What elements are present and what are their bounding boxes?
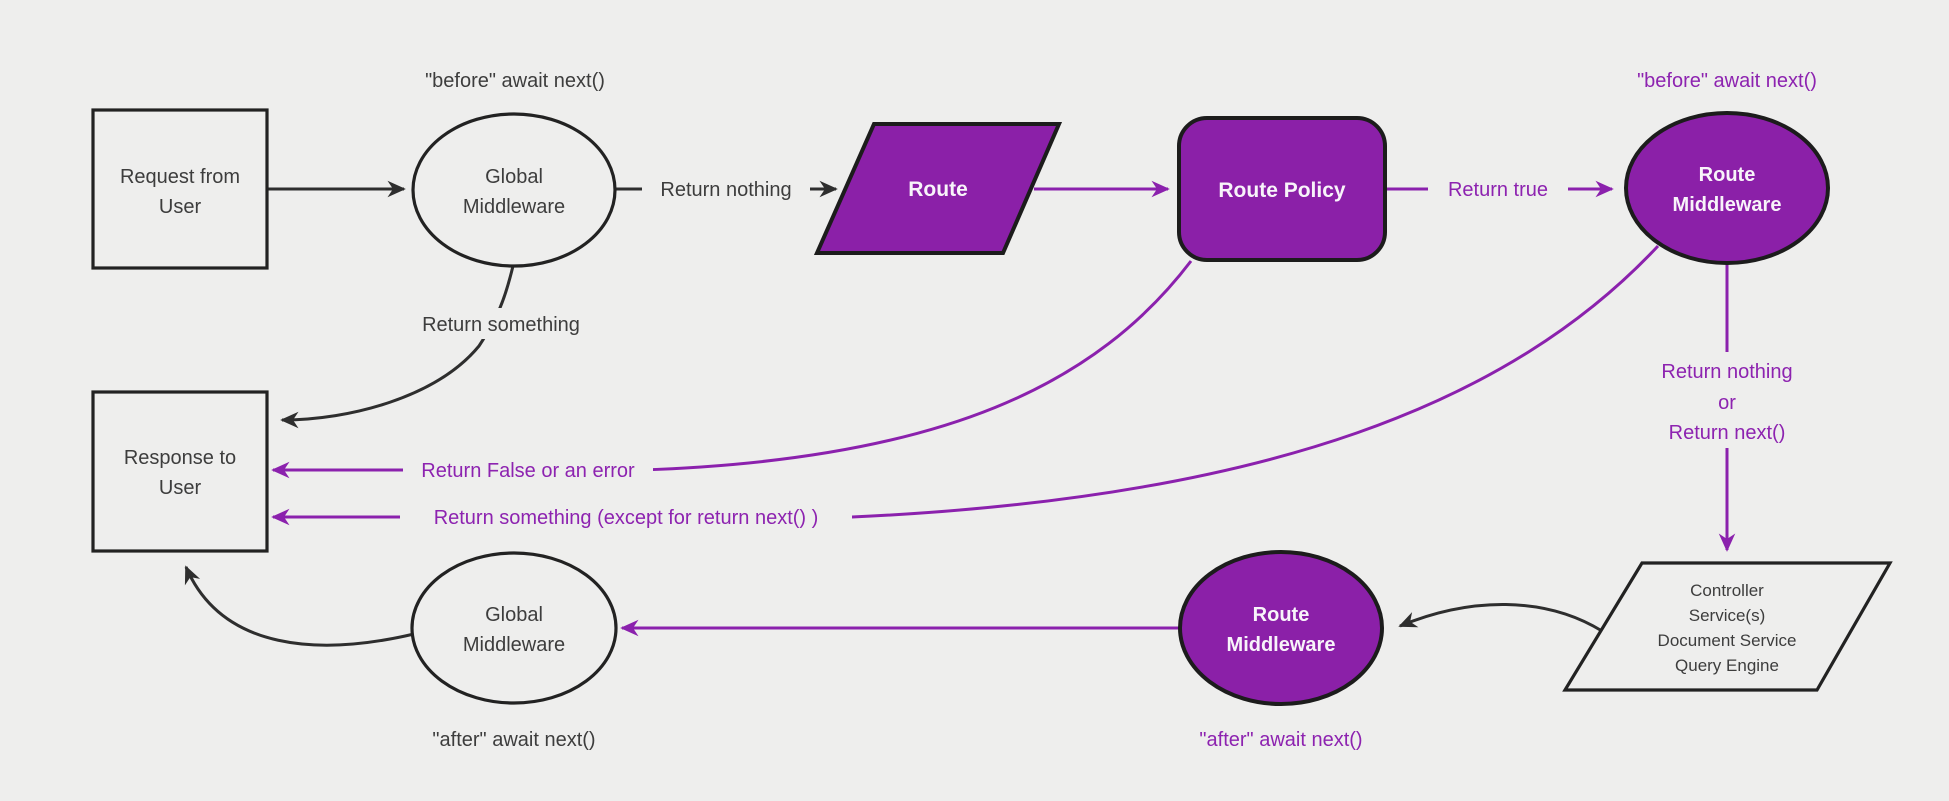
global-middleware-top-node: Global Middleware xyxy=(411,112,617,268)
svg-text:Return next(): Return next() xyxy=(1669,422,1786,444)
edge-controller-to-route-middleware-bottom xyxy=(1398,603,1603,633)
response-node-label: User xyxy=(159,477,202,499)
global-middleware-bottom-node: Global Middleware xyxy=(410,551,618,705)
controller-node: Controller Service(s) Document Service Q… xyxy=(1562,561,1893,692)
global-middleware-top-shape xyxy=(411,112,617,268)
label-bg xyxy=(642,173,810,204)
label-bg xyxy=(1645,352,1809,448)
route-node-label: Route xyxy=(908,178,968,201)
label-bg xyxy=(403,455,653,485)
response-node-shape xyxy=(91,390,269,553)
response-node: Response to User xyxy=(91,390,269,553)
controller-node-shape xyxy=(1562,561,1893,692)
route-middleware-bottom-label: Middleware xyxy=(1227,634,1336,656)
route-node-shape xyxy=(813,122,1063,255)
edge-route-middleware-to-response xyxy=(271,244,1660,526)
request-node-label: Request from xyxy=(120,166,240,188)
label-return-false-or-error: Return False or an error xyxy=(403,455,653,485)
svg-text:Return something: Return something xyxy=(422,314,580,336)
route-policy-node-label: Route Policy xyxy=(1218,179,1346,202)
svg-text:Return true: Return true xyxy=(1448,179,1548,201)
label-bg xyxy=(406,308,596,339)
label-bg xyxy=(400,502,852,532)
route-middleware-bottom-shape xyxy=(1178,550,1384,706)
svg-text:Return nothing: Return nothing xyxy=(1661,361,1792,383)
route-middleware-top-label: Middleware xyxy=(1673,194,1782,216)
label-after-await-route: "after" await next() xyxy=(1199,729,1362,751)
route-middleware-top-shape xyxy=(1624,111,1830,265)
global-middleware-top-label: Global xyxy=(485,166,543,188)
edge-global-middleware-bottom-to-response xyxy=(184,565,415,647)
label-before-await-route: "before" await next() xyxy=(1637,70,1817,92)
label-before-await-global: "before" await next() xyxy=(425,70,605,92)
svg-text:Return something (except for r: Return something (except for return next… xyxy=(434,507,819,529)
label-bg xyxy=(1428,173,1568,204)
svg-text:or: or xyxy=(1718,392,1736,414)
label-return-nothing-top: Return nothing xyxy=(642,173,810,204)
controller-node-label: Query Engine xyxy=(1675,656,1779,675)
global-middleware-bottom-label: Middleware xyxy=(463,634,565,656)
route-policy-node: Route Policy xyxy=(1177,116,1387,262)
svg-text:Return False or an error: Return False or an error xyxy=(421,460,635,482)
controller-node-label: Controller xyxy=(1690,581,1764,600)
route-policy-node-shape xyxy=(1177,116,1387,262)
route-node: Route xyxy=(813,122,1063,255)
global-middleware-bottom-label: Global xyxy=(485,604,543,626)
label-return-something-except: Return something (except for return next… xyxy=(400,502,852,532)
edge-route-policy-to-response xyxy=(271,260,1193,479)
route-middleware-bottom-label: Route xyxy=(1253,604,1310,626)
route-middleware-top-node: Route Middleware xyxy=(1624,111,1830,265)
route-middleware-bottom-node: Route Middleware xyxy=(1178,550,1384,706)
global-middleware-bottom-shape xyxy=(410,551,618,705)
controller-node-label: Service(s) xyxy=(1689,606,1766,625)
request-node-shape xyxy=(91,108,269,270)
global-middleware-top-label: Middleware xyxy=(463,196,565,218)
label-return-nothing-or-next: Return nothing or Return next() xyxy=(1645,352,1809,448)
edge-global-middleware-to-response xyxy=(280,265,515,429)
svg-text:Return nothing: Return nothing xyxy=(660,179,791,201)
request-node-label: User xyxy=(159,196,202,218)
label-return-true: Return true xyxy=(1428,173,1568,204)
label-after-await-global: "after" await next() xyxy=(432,729,595,751)
response-node-label: Response to xyxy=(124,447,236,469)
request-node: Request from User xyxy=(91,108,269,270)
controller-node-label: Document Service xyxy=(1658,631,1797,650)
route-middleware-top-label: Route xyxy=(1699,164,1756,186)
label-return-something: Return something xyxy=(406,308,596,339)
